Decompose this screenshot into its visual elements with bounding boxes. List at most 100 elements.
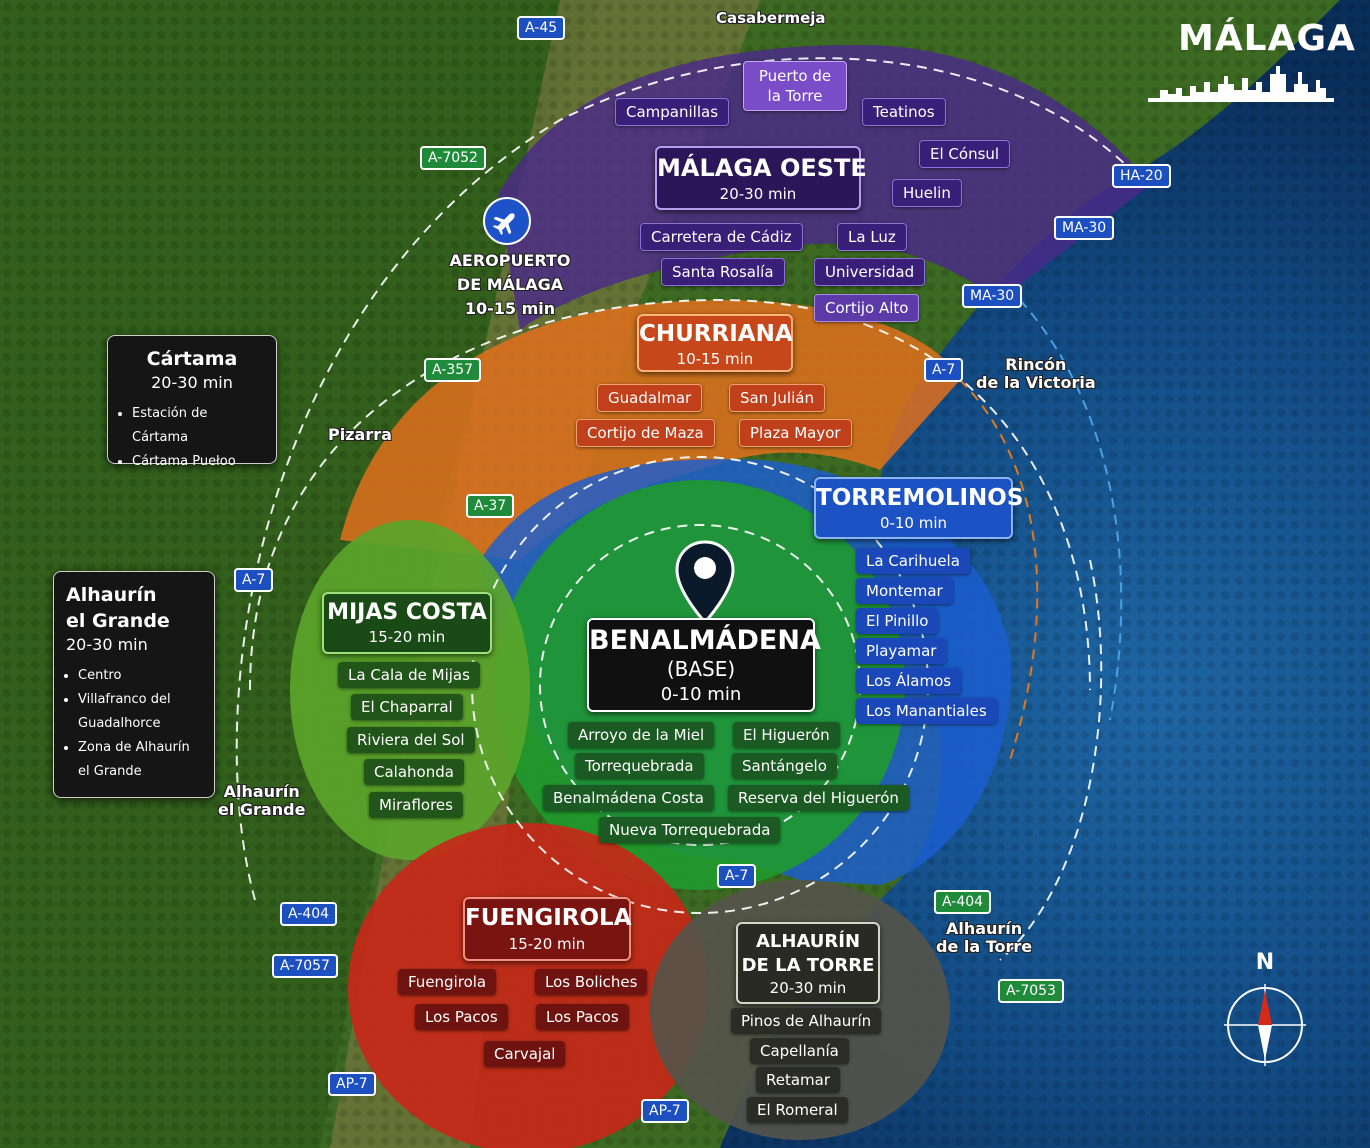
panel-alhaurin-grande-item: Zona de Alhaurín el Grande [78,736,202,784]
panel-alhaurin-grande-title-2: el Grande [66,610,170,632]
city-brand: MÁLAGA [1148,14,1355,106]
area-pinos-de-alhaurin: Pinos de Alhaurín [731,1008,882,1034]
zone-mijas-costa-title: MIJAS COSTA 15-20 min [322,592,492,654]
zone-mijas-costa-name: MIJAS COSTA [327,600,487,625]
panel-cartama: Cártama 20-30 min Estación de Cártama Cá… [107,335,277,469]
zone-alhaurin-torre-time: 20-30 min [769,979,847,997]
place-alhaurin-grande: Alhaurín el Grande [218,783,305,819]
place-rincon-line2: de la Victoria [976,373,1096,392]
place-rincon-line1: Rincón [1005,355,1067,374]
airport-line1: AEROPUERTO [449,251,571,270]
area-el-romeral: El Romeral [747,1097,848,1123]
zone-mijas-costa-time: 15-20 min [368,628,446,646]
zone-torremolinos-title: TORREMOLINOS 0-10 min [814,477,1024,539]
area-carvajal: Carvajal [484,1041,566,1067]
zone-alhaurin-torre-name-2: DE LA TORRE [741,955,875,976]
area-miraflores: Miraflores [369,792,463,818]
place-alhaurin-torre: Alhaurín de la Torre [936,920,1032,956]
airport-label: AEROPUERTO DE MÁLAGA 10-15 min [444,252,576,318]
zone-fuengirola-name: FUENGIROLA [465,905,632,931]
area-carretera-de-cadiz: Carretera de Cádiz [640,223,803,251]
road-a45: A-45 [517,16,566,40]
road-ap7-south: AP-7 [641,1099,689,1123]
area-reserva-del-higueron: Reserva del Higuerón [728,785,909,811]
road-a7-west: A-7 [234,568,274,592]
area-santa-rosalia: Santa Rosalía [661,258,785,286]
area-cortijo-de-maza: Cortijo de Maza [576,419,715,447]
zone-churriana-time: 10-15 min [676,350,754,368]
area-la-carihuela: La Carihuela [856,548,970,574]
area-guadalmar: Guadalmar [597,384,703,412]
zone-benalmadena-title: BENALMÁDENA (BASE) 0-10 min [587,618,821,712]
area-calahonda: Calahonda [364,759,464,785]
zone-malaga-oeste-title: MÁLAGA OESTE 20-30 min [655,146,867,210]
area-cortijo-alto: Cortijo Alto [814,294,920,322]
area-santangelo: Santángelo [732,753,837,779]
road-ha20: HA-20 [1112,164,1171,188]
area-retamar: Retamar [756,1067,841,1093]
place-alhaurin-grande-line2: el Grande [218,800,306,819]
zone-benalmadena-name: BENALMÁDENA [589,625,821,656]
area-puerto-de-la-torre-label: Puerto de la Torre [758,67,832,105]
road-a7-south: A-7 [717,864,757,888]
panel-cartama-title: Cártama [146,348,238,370]
area-los-alamos: Los Álamos [856,668,962,694]
zone-alhaurin-torre-name-1: ALHAURÍN [755,931,861,952]
area-capellania: Capellanía [750,1038,849,1064]
area-nueva-torrequebrada: Nueva Torrequebrada [599,817,781,843]
road-a7057: A-7057 [272,954,338,978]
airplane-icon [483,197,531,245]
place-alhaurin-grande-line1: Alhaurín [223,782,300,801]
area-benalmadena-costa: Benalmádena Costa [543,785,714,811]
panel-cartama-list: Estación de Cártama Cártama Puełoo [120,402,264,474]
road-ma30-lower: MA-30 [962,284,1023,308]
area-el-pinillo: El Pinillo [856,608,939,634]
zone-malaga-oeste-name: MÁLAGA OESTE [657,154,867,182]
area-huelin: Huelin [892,179,962,207]
road-a404-east: A-404 [934,890,992,914]
compass-rose-icon [1224,984,1306,1066]
airport-time: 10-15 min [464,299,556,318]
place-alhaurin-torre-line1: Alhaurín [945,919,1023,938]
area-los-boliches: Los Boliches [535,969,648,995]
area-el-consul: El Cónsul [919,140,1011,168]
road-a37: A-37 [466,494,515,518]
compass-north-label: N [1255,950,1275,975]
zone-churriana-name: CHURRIANA [639,321,793,347]
area-fuengirola: Fuengirola [398,969,497,995]
road-a404-west: A-404 [280,902,338,926]
panel-cartama-item: Estación de Cártama [132,402,264,450]
panel-alhaurin-grande-item: Villafranco del Guadalhorce [78,688,202,736]
airport-marker [482,196,532,246]
road-ap7-west: AP-7 [328,1072,376,1096]
panel-cartama-time: 20-30 min [151,373,233,392]
area-universidad: Universidad [814,258,926,286]
zone-alhaurin-torre-title: ALHAURÍN DE LA TORRE 20-30 min [736,922,880,1004]
location-pin-icon [674,540,736,625]
area-arroyo-de-la-miel: Arroyo de la Miel [568,722,715,748]
compass: N [1222,950,1308,1068]
area-plaza-mayor: Plaza Mayor [739,419,852,447]
zone-torremolinos-time: 0-10 min [879,514,948,532]
area-los-manantiales: Los Manantiales [856,698,997,724]
area-los-pacos: Los Pacos [415,1004,508,1030]
area-torrequebrada: Torrequebrada [575,753,704,779]
zone-malaga-oeste-time: 20-30 min [719,185,797,203]
area-riviera-del-sol: Riviera del Sol [347,727,475,753]
area-el-chaparral: El Chaparral [351,694,463,720]
road-a7-rincon: A-7 [924,358,964,382]
place-rincon: Rincón de la Victoria [976,356,1096,392]
road-a7053: A-7053 [998,979,1064,1003]
road-ma30-upper: MA-30 [1054,216,1115,240]
zone-fuengirola-title: FUENGIROLA 15-20 min [463,897,632,961]
place-pizarra: Pizarra [328,425,392,444]
area-campanillas: Campanillas [615,98,730,126]
zone-benalmadena-subtitle: (BASE) [666,657,736,681]
zone-torremolinos-name: TORREMOLINOS [816,485,1024,511]
place-casabermeja: Casabermeja [716,9,826,27]
panel-alhaurin-grande-title-1: Alhaurín [66,584,157,606]
panel-alhaurin-grande-time: 20-30 min [66,635,148,654]
area-montemar: Montemar [856,578,953,604]
road-a7052: A-7052 [420,146,486,170]
zone-fuengirola-time: 15-20 min [508,935,586,953]
